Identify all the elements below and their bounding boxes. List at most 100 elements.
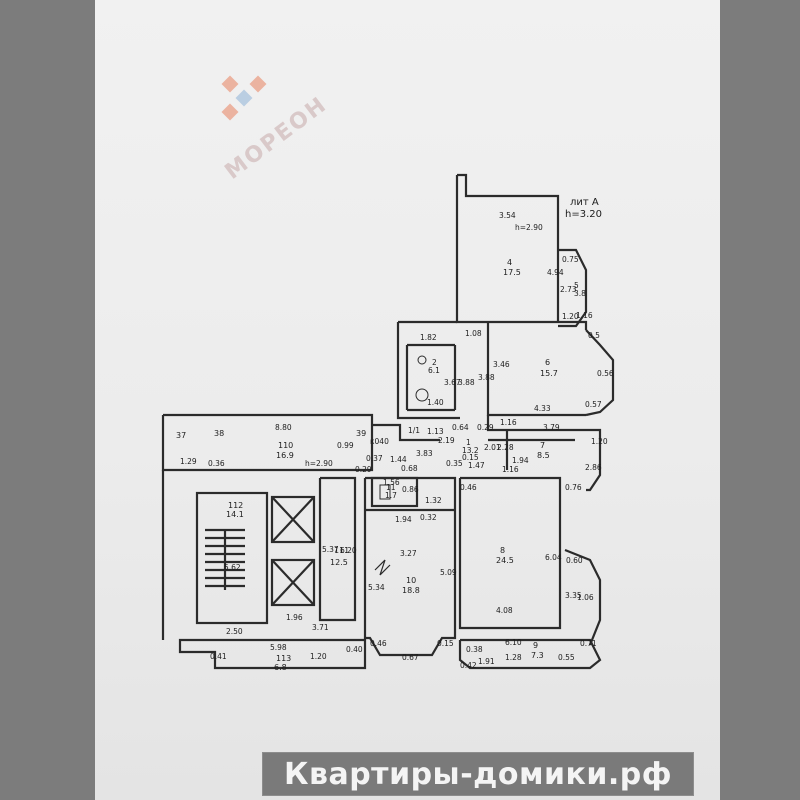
room4-area: 17.5 (503, 268, 521, 277)
room111-area: 12.5 (330, 558, 348, 567)
label-37: 37 (176, 431, 186, 440)
logo-square-4 (249, 75, 267, 93)
room2-area: 6.1 (428, 366, 440, 375)
dim-191: 1.91 (478, 657, 495, 666)
logo-square-2 (235, 89, 253, 107)
room4-number: 4 (507, 258, 512, 267)
dim-379: 3.79 (543, 423, 560, 432)
dim-120a: 1.20 (562, 312, 579, 321)
label-39: 39 (356, 429, 366, 438)
dim-064: 0.64 (452, 423, 469, 432)
dim-367: 3.67 (444, 378, 461, 387)
room2-number: 2 (432, 358, 437, 367)
dim-620: 6.20 (340, 546, 357, 555)
lit-label: лит А (570, 197, 599, 208)
room112-number: 112 (228, 501, 243, 510)
dim-120b: 1.20 (591, 437, 608, 446)
room110-area: 16.9 (276, 451, 294, 460)
dim-036: 0.36 (208, 459, 225, 468)
dim-250: 2.50 (226, 627, 243, 636)
room8-area: 24.5 (496, 556, 514, 565)
dim-041: 0.41 (210, 652, 227, 661)
dim-219: 2.19 (438, 436, 455, 445)
dim-433: 4.33 (534, 404, 551, 413)
dim-106: 1.06 (577, 593, 594, 602)
room1-top: 1/1 (408, 426, 420, 435)
dim-228: 2.28 (497, 443, 514, 452)
dim-327: 3.27 (400, 549, 417, 558)
watermark-brand: МОРЕОН (221, 92, 333, 185)
dim-015b: 0.15 (437, 639, 454, 648)
drain-fixture (415, 388, 429, 402)
dim-335: 3.35 (565, 591, 582, 600)
dim-383: 3.83 (416, 449, 433, 458)
dim-128: 1.28 (505, 653, 522, 662)
dim-035: 0.35 (446, 459, 463, 468)
footer-text: Квартиры-домики.рф (283, 756, 673, 792)
dim-067: 0.67 (402, 653, 419, 662)
logo-square-3 (221, 103, 239, 121)
room9-area: 7.3 (531, 651, 544, 660)
room11-number: 11 (386, 483, 396, 492)
dim-120c: 1.20 (310, 652, 327, 661)
dim-388b: 3.88 (478, 373, 495, 382)
dim-346: 3.46 (493, 360, 510, 369)
dim-144: 1.44 (390, 455, 407, 464)
dim-182: 1.82 (420, 333, 437, 342)
dim-129: 1.29 (180, 457, 197, 466)
room1-area: 13.2 (462, 446, 479, 455)
dim-201: 2.01 (484, 443, 501, 452)
dim-037: 0.37 (366, 454, 383, 463)
dim-562: 5.62 (224, 563, 241, 572)
logo-square-1 (221, 75, 239, 93)
room11-area: 1.7 (385, 491, 397, 500)
dim-056a: 0.56 (597, 369, 614, 378)
dim-147: 1.47 (468, 461, 485, 470)
dim-032: 0.32 (420, 513, 437, 522)
dim-534: 5.34 (368, 583, 385, 592)
room110-height: h=2.90 (305, 459, 333, 468)
room4-height: h=2.90 (515, 223, 543, 232)
room111-number: 111 (334, 546, 349, 555)
dim-060: 0.60 (566, 556, 583, 565)
dim-116a: 1.16 (576, 311, 593, 320)
room110-number: 110 (278, 441, 293, 450)
dim-038: 0.38 (466, 645, 483, 654)
dim-055: 0.55 (558, 653, 575, 662)
moreon-logo (221, 75, 267, 121)
room9-number: 9 (533, 641, 538, 650)
room10-number: 10 (406, 576, 416, 585)
dim-029a: 0.29 (477, 423, 494, 432)
dim-598: 5.98 (270, 643, 287, 652)
room5-area: 3.8 (574, 289, 586, 298)
dim-132: 1.32 (425, 496, 442, 505)
room113-area: 6.8 (274, 663, 287, 672)
dim-040: 0.40 (346, 645, 363, 654)
dim-140: 1.40 (427, 398, 444, 407)
room8-number: 8 (500, 546, 505, 555)
dim-076: 0.76 (565, 483, 582, 492)
room6-area: 15.7 (540, 369, 558, 378)
dim-537: 5.37 (322, 545, 339, 554)
label-38: 38 (214, 429, 224, 438)
height-label: h=3.20 (565, 209, 602, 220)
dim-042: 0.42 (460, 661, 477, 670)
dim-610: 6.10 (505, 638, 522, 647)
dim-371: 3.71 (312, 623, 329, 632)
dim-286: 2.86 (585, 463, 602, 472)
dim-046a: 0.46 (460, 483, 477, 492)
dim-086: 0.86 (402, 485, 419, 494)
dim-196: 1.96 (286, 613, 303, 622)
sink-fixture (417, 355, 427, 365)
site-footer-banner: Квартиры-домики.рф (262, 752, 694, 796)
toilet-fixture (379, 484, 391, 500)
dim-273: 2.73 (560, 285, 577, 294)
dim-071: 0.71 (580, 639, 597, 648)
room5-number: 5 (574, 281, 579, 290)
dim-068: 0.68 (401, 464, 418, 473)
dim-113: 1.13 (427, 427, 444, 436)
dim-156: 1.56 (383, 478, 400, 487)
room10-area: 18.8 (402, 586, 420, 595)
dim-388: 3.88 (458, 378, 475, 387)
